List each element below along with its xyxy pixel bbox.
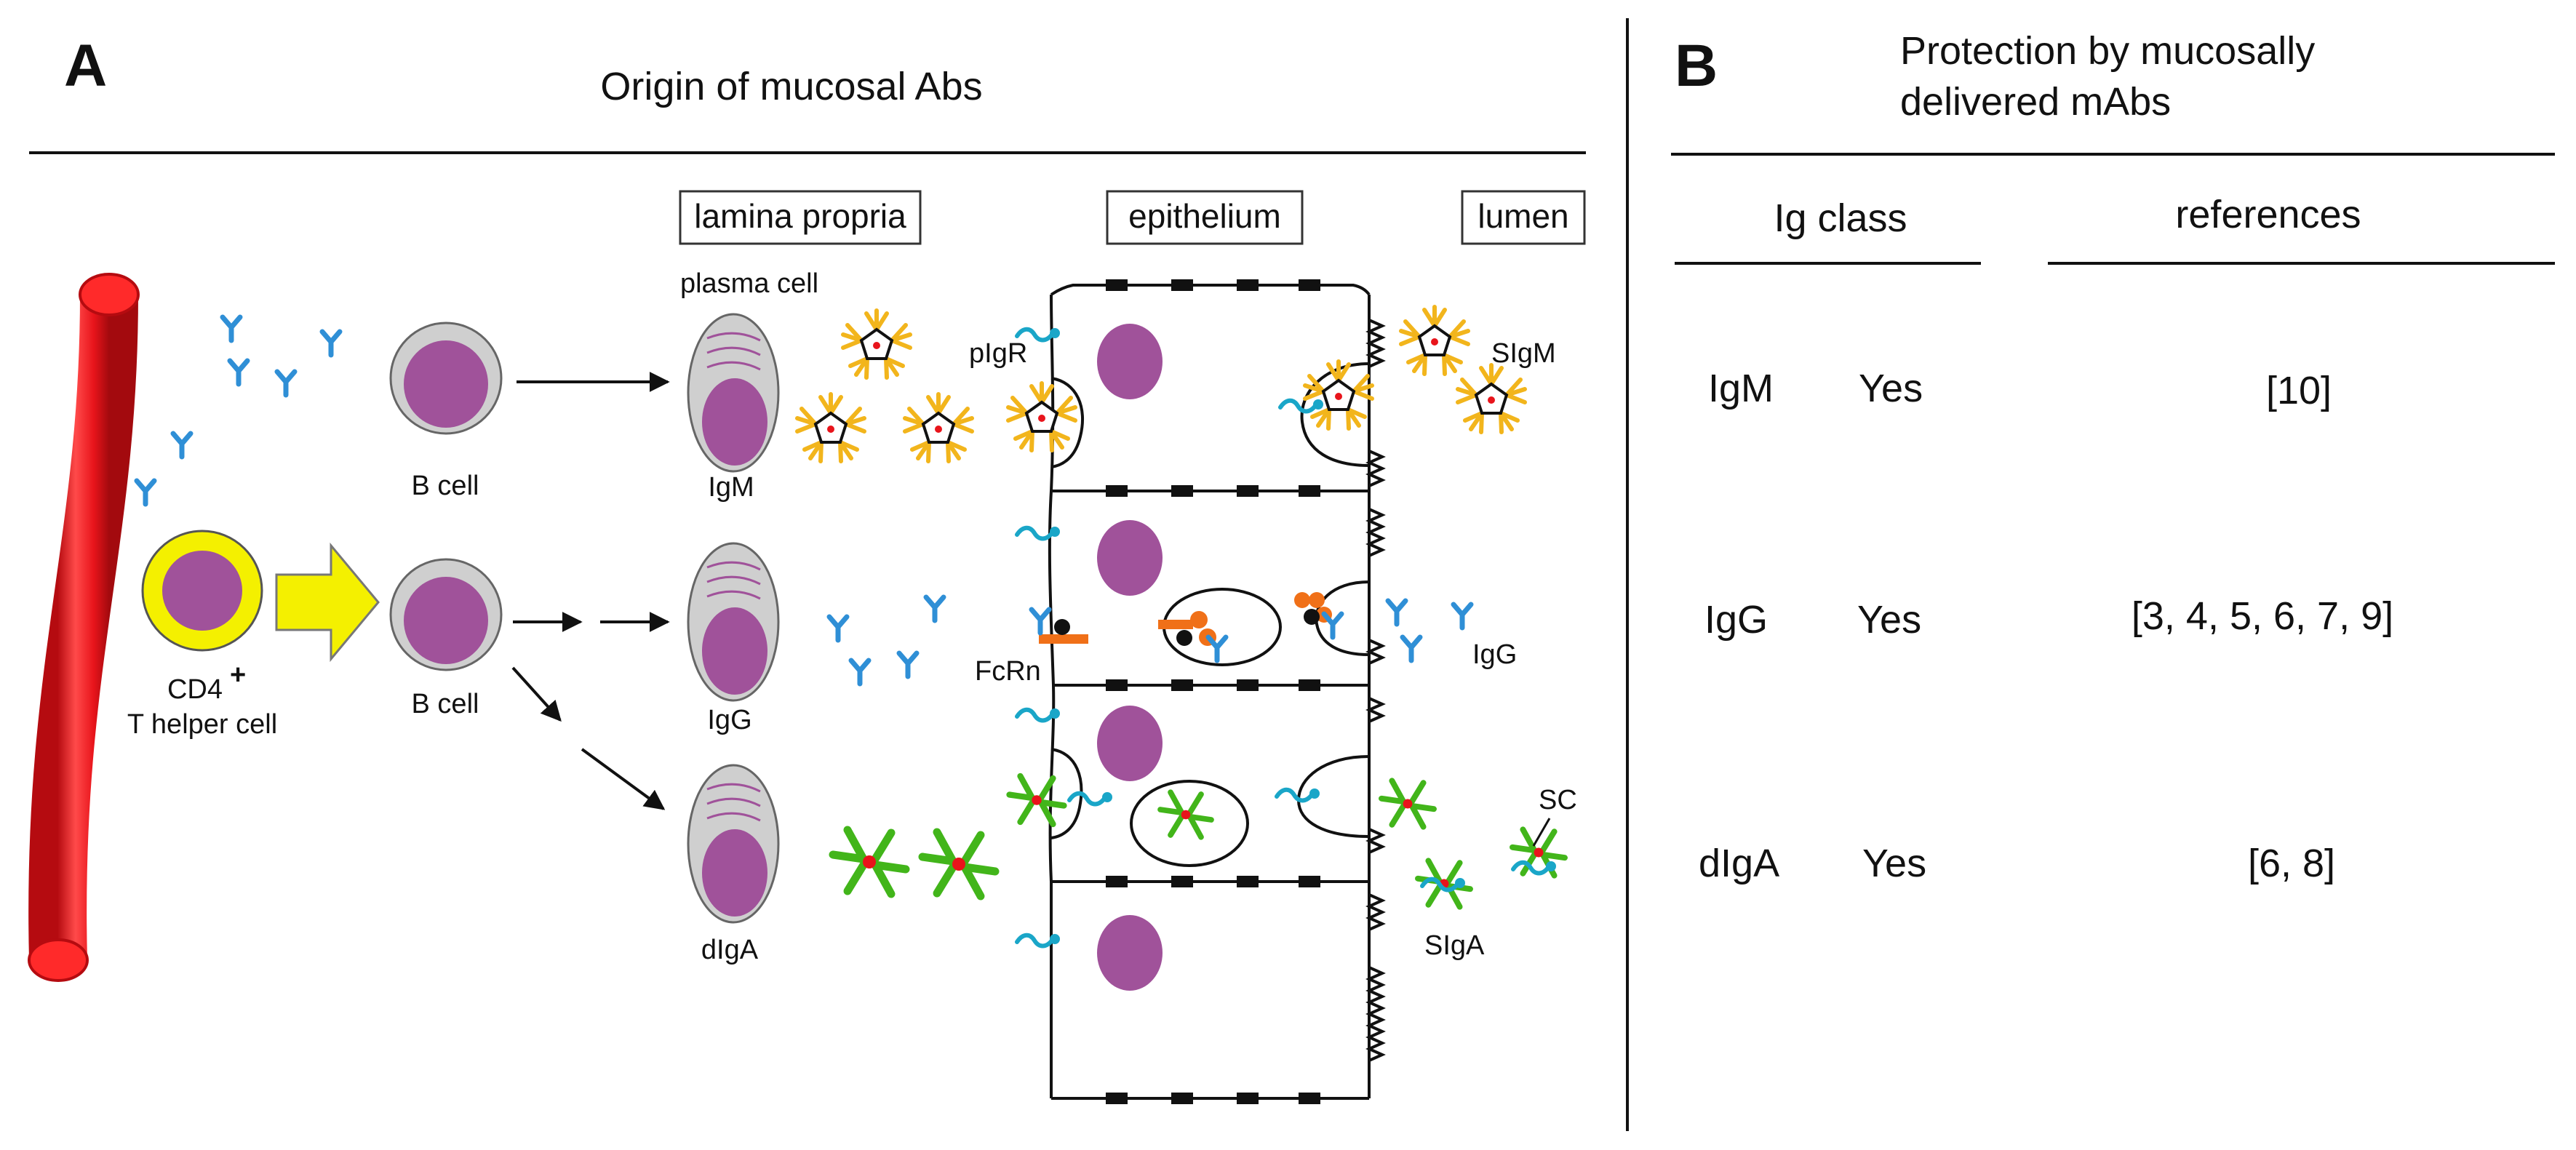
b-cell-top: B cell <box>389 322 503 501</box>
plasma-cell-label: plasma cell <box>680 268 818 299</box>
row-class: IgG <box>1704 598 1768 642</box>
table-row: IgG Yes [3, 4, 5, 6, 7, 9] <box>1704 594 2393 642</box>
epithelium-label-box: epithelium <box>1106 190 1304 245</box>
igg-lumen-label: IgG <box>1472 639 1517 670</box>
tight-junctions <box>1106 279 1320 1104</box>
igg-lumen-antibodies <box>1388 601 1471 660</box>
t-helper-label-line2: T helper cell <box>127 709 277 740</box>
row-references: [3, 4, 5, 6, 7, 9] <box>2132 594 2393 638</box>
sc-label: SC <box>1539 785 1577 815</box>
table-row: dIgA Yes [6, 8] <box>1699 842 2335 885</box>
plasma-cell-igm: IgM <box>687 313 780 503</box>
row-class: IgM <box>1708 367 1774 410</box>
igm-pentamers <box>797 311 972 461</box>
pigr-label: pIgR <box>969 338 1027 369</box>
header-ig-class: Ig class <box>1774 196 1907 240</box>
header-references: references <box>2175 193 2361 236</box>
diga-label: dIgA <box>701 935 759 965</box>
free-antibodies <box>137 317 340 504</box>
sigm-label: SIgM <box>1491 338 1556 369</box>
blood-vessel <box>28 273 140 982</box>
row-protection: Yes <box>1862 842 1926 885</box>
plasma-cell-diga: dIgA <box>687 764 780 965</box>
panel-a-title: Origin of mucosal Abs <box>600 65 982 108</box>
lamina-propria-label-box: lamina propria <box>679 190 922 245</box>
row-protection: Yes <box>1859 367 1923 410</box>
lumen-label: lumen <box>1478 197 1568 235</box>
arrow-b-to-diga-1 <box>511 666 562 722</box>
arrow-b-to-diga-2 <box>581 748 666 810</box>
b-cell-middle: B cell <box>389 558 503 719</box>
t-helper-label-cd4: CD4 <box>167 674 223 705</box>
b-cell-mid-label: B cell <box>412 689 479 719</box>
igg-monomers <box>829 597 944 684</box>
plasma-cell-igg: IgG <box>687 542 780 735</box>
t-helper-label-plus: + <box>230 660 246 690</box>
panel-b-title-line2: delivered mAbs <box>1900 80 2171 124</box>
fcrn-complexes <box>1032 592 1341 660</box>
igm-in-epithelium <box>1008 307 1525 450</box>
row-protection: Yes <box>1857 598 1921 642</box>
igg-label: IgG <box>707 705 751 735</box>
lamina-propria-label: lamina propria <box>694 197 906 235</box>
panel-b-letter: B <box>1675 33 1718 99</box>
epithelium-label: epithelium <box>1128 197 1281 235</box>
lumen-label-box: lumen <box>1461 190 1586 245</box>
diga-dimers <box>833 830 995 896</box>
activation-arrow <box>275 542 380 663</box>
igm-label: IgM <box>708 472 754 503</box>
fcrn-label: FcRn <box>975 656 1041 687</box>
row-class: dIgA <box>1699 842 1779 885</box>
t-helper-cell: CD4 + T helper cell <box>127 530 277 740</box>
diga-in-epithelium <box>1010 776 1566 907</box>
b-cell-top-label: B cell <box>412 471 479 501</box>
siga-label: SIgA <box>1424 930 1485 961</box>
panel-b-title-line1: Protection by mucosally <box>1900 29 2315 73</box>
row-references: [10] <box>2266 369 2332 412</box>
panel-a-letter: A <box>64 33 107 99</box>
table-row: IgM Yes [10] <box>1708 367 2332 412</box>
epithelial-nuclei <box>1097 324 1163 991</box>
sc-pointer <box>1532 818 1551 847</box>
row-references: [6, 8] <box>2248 842 2335 885</box>
